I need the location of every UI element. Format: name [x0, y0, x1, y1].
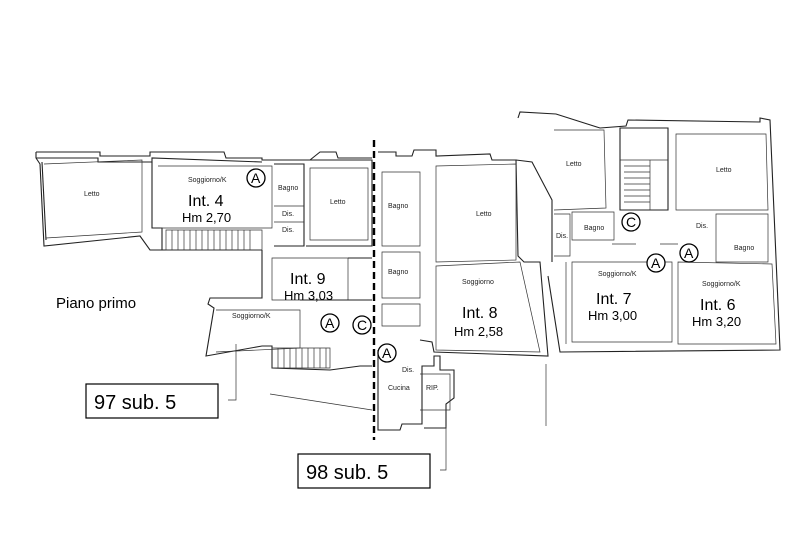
unit-name-int9: Int. 9: [290, 271, 326, 288]
parcel-label-left: 97 sub. 5: [85, 383, 219, 419]
parcel-label-left-text: 97 sub. 5: [94, 392, 176, 414]
marker-a-int4-text: A: [251, 170, 261, 186]
marker-a-int6-text: A: [684, 245, 694, 261]
unit-height-int8: Hm 2,58: [454, 324, 503, 339]
room-label-dis-int4: Dis.: [282, 211, 294, 218]
unit-height-int4: Hm 2,70: [182, 210, 231, 225]
room-label-bagno-int8b: Bagno: [388, 269, 408, 276]
marker-a-int7-text: A: [651, 255, 661, 271]
marker-c-int9: C: [352, 315, 372, 335]
room-label-cucina-int8: Cucina: [388, 385, 410, 392]
room-label-letto-int7: Letto: [566, 161, 582, 168]
site-lines: [228, 344, 547, 471]
parcel-label-right: 98 sub. 5: [297, 453, 431, 489]
room-label-soggiorno-int9: Soggiorno/K: [232, 313, 271, 320]
marker-c-int7: C: [621, 212, 641, 232]
room-label-bagno-int8a: Bagno: [388, 203, 408, 210]
marker-a-int8-text: A: [382, 345, 392, 361]
marker-c-int9-text: C: [357, 317, 367, 333]
room-label-dis-int7: Dis.: [556, 233, 568, 240]
room-label-dis-int8: Dis.: [402, 367, 414, 374]
room-label-letto-far-left: Letto: [84, 191, 100, 198]
room-label-letto-int8: Letto: [476, 211, 492, 218]
unit-height-int7: Hm 3,00: [588, 308, 637, 323]
room-label-soggiorno-int8: Soggiorno: [462, 279, 494, 286]
room-label-rip-int8: RIP.: [426, 385, 439, 392]
room-label-dis-int9: Dis.: [282, 227, 294, 234]
unit-name-int7: Int. 7: [596, 291, 632, 308]
marker-a-int4: A: [246, 168, 266, 188]
east-building-walls: [515, 111, 781, 353]
room-label-soggiorno-int6: Soggiorno/K: [702, 281, 741, 288]
unit-name-int8: Int. 8: [462, 305, 498, 322]
marker-a-int8: A: [377, 343, 397, 363]
room-label-dis-int6: Dis.: [696, 223, 708, 230]
stair-treads-int4: [171, 230, 251, 250]
marker-a-int9: A: [320, 313, 340, 333]
room-label-soggiorno-int7: Soggiorno/K: [598, 271, 637, 278]
room-label-letto-int6: Letto: [716, 167, 732, 174]
stair-treads-int7: [624, 160, 651, 210]
marker-c-int7-text: C: [626, 214, 636, 230]
central-building-walls: [377, 149, 549, 431]
marker-a-int7: A: [646, 253, 666, 273]
room-label-bagno-int6: Bagno: [734, 245, 754, 252]
floor-label: Piano primo: [56, 295, 136, 312]
room-label-letto-int4: Letto: [330, 199, 346, 206]
west-building-walls: [35, 151, 373, 371]
room-label-bagno-int7: Bagno: [584, 225, 604, 232]
unit-name-int6: Int. 6: [700, 297, 736, 314]
unit-height-int6: Hm 3,20: [692, 314, 741, 329]
unit-name-int4: Int. 4: [188, 193, 224, 210]
room-label-bagno-int4: Bagno: [278, 185, 298, 192]
stair-treads-int9: [277, 348, 327, 368]
marker-a-int9-text: A: [325, 315, 335, 331]
marker-a-int6: A: [679, 243, 699, 263]
room-label-soggiorno-int4: Soggiorno/K: [188, 177, 227, 184]
parcel-label-right-text: 98 sub. 5: [306, 462, 388, 484]
unit-height-int9: Hm 3,03: [284, 288, 333, 303]
